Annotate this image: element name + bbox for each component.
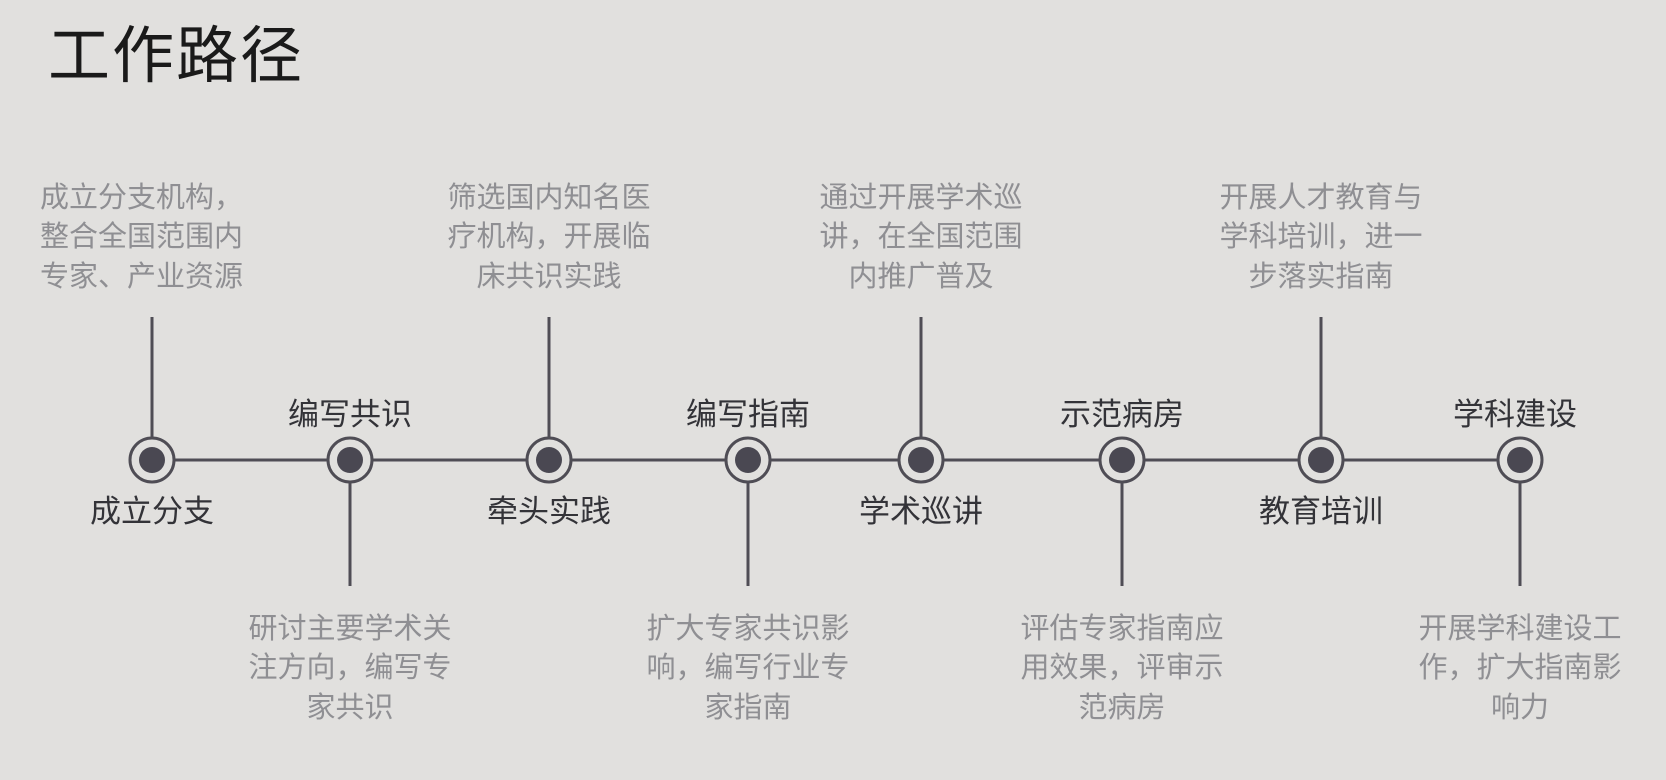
stage-description: 开展人才教育与 学科培训，进一 步落实指南 (1219, 180, 1423, 293)
stage-description: 筛选国内知名医 疗机构，开展临 床共识实践 (447, 180, 651, 293)
stage-description: 扩大专家共识影 响，编写行业专 家指南 (646, 611, 850, 724)
stage-node-dot (139, 447, 165, 473)
stage-label: 教育培训 (1259, 494, 1383, 530)
stage-label: 学术巡讲 (859, 494, 983, 530)
stage-node-dot (536, 447, 562, 473)
stage-node-dot (337, 447, 363, 473)
stage-label: 成立分支 (90, 494, 214, 530)
stage-node-dot (1507, 447, 1533, 473)
stage-node-dot (735, 447, 761, 473)
stage-description: 研讨主要学术关 注方向，编写专 家共识 (248, 611, 452, 724)
page-title: 工作路径 (48, 19, 305, 92)
stage-description: 开展学科建设工 作，扩大指南影 响力 (1418, 611, 1622, 724)
stage-description: 评估专家指南应 用效果，评审示 范病房 (1020, 611, 1224, 724)
stage-node-dot (1109, 447, 1135, 473)
stage-node-dot (1308, 447, 1334, 473)
stage-label: 编写共识 (288, 397, 412, 433)
stage-description: 成立分支机构， 整合全国范围内 专家、产业资源 (40, 180, 244, 293)
stage-label: 牵头实践 (487, 494, 611, 530)
stage-label: 学科建设 (1453, 397, 1577, 433)
stage-label: 编写指南 (686, 397, 810, 433)
stage-label: 示范病房 (1060, 397, 1184, 433)
stage-description: 通过开展学术巡 讲，在全国范围 内推广普及 (819, 180, 1023, 293)
stage-node-dot (908, 447, 934, 473)
